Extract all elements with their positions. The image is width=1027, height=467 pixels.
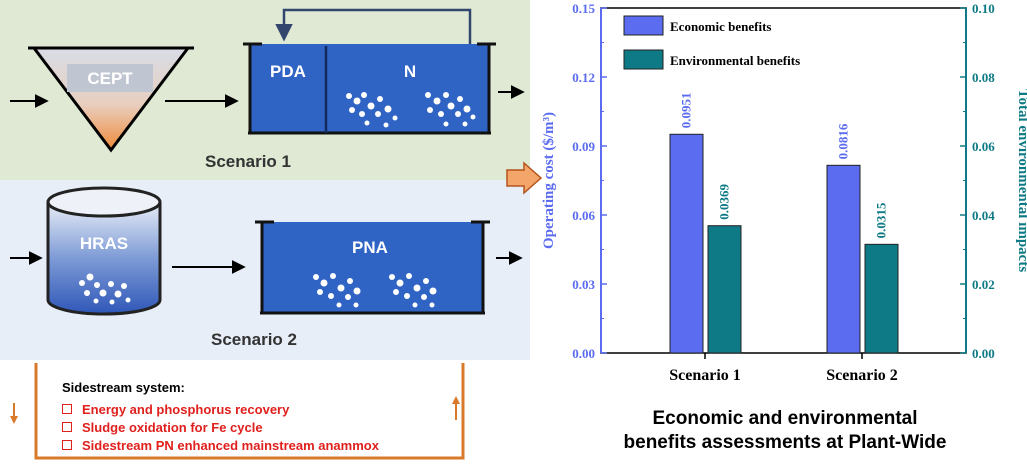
cept-label: CEPT (87, 69, 133, 88)
sidestream-item: Sludge oxidation for Fe cycle (62, 420, 263, 435)
legend-swatch-environmental (623, 49, 664, 70)
hras-label: HRAS (80, 234, 128, 253)
sidestream-item-text: Sidestream PN enhanced mainstream anammo… (82, 438, 379, 453)
sidestream-title: Sidestream system: (62, 380, 185, 395)
cept-label-box (67, 64, 153, 92)
environmental-bar-label: 0.0315 (874, 202, 889, 238)
pna-label: PNA (352, 238, 388, 257)
caption-line2: benefits assessments at Plant-Wide (623, 432, 947, 453)
economic-bar-label: 0.0951 (679, 93, 694, 129)
category-label: Scenario 1 (669, 367, 741, 384)
left-tick-label: 0.06 (572, 208, 595, 223)
environmental-bar-label: 0.0369 (717, 183, 732, 219)
right-axis-label: Total environmental impacts (1015, 89, 1027, 273)
legend-label-environmental: Environmental benefits (670, 53, 800, 68)
hras-bubbles (79, 273, 131, 305)
left-axis-label: Operating cost ($/m³) (541, 112, 557, 249)
checkbox-square-icon (62, 422, 72, 432)
sidestream-item-text: Sludge oxidation for Fe cycle (82, 420, 263, 435)
right-tick-label: 0.04 (972, 208, 995, 223)
sidestream-item: Energy and phosphorus recovery (62, 402, 289, 417)
right-tick-label: 0.08 (972, 70, 995, 85)
environmental-bar (707, 225, 742, 354)
recycle-line (275, 8, 472, 47)
sidestream-item-text: Energy and phosphorus recovery (82, 402, 290, 417)
sidestream-item: Sidestream PN enhanced mainstream anammo… (62, 438, 379, 453)
checkbox-square-icon (62, 404, 72, 414)
category-label: Scenario 2 (826, 367, 898, 384)
environmental-bar (864, 243, 899, 354)
checkbox-square-icon (62, 440, 72, 450)
n-zone-bubbles (346, 92, 476, 128)
pna-tank (255, 220, 490, 315)
pda-label: PDA (270, 62, 306, 81)
left-tick-label: 0.00 (572, 346, 595, 361)
right-tick-label: 0.02 (972, 277, 995, 292)
economic-bar (826, 164, 861, 354)
orange-transfer-arrow (506, 161, 543, 195)
scenario2-label: Scenario 2 (211, 330, 297, 349)
economic-bar-label: 0.0816 (836, 123, 851, 159)
legend-label-economic: Economic benefits (670, 19, 771, 34)
pna-bubbles (313, 273, 437, 308)
pda-n-tank (243, 42, 496, 135)
scenario1-label: Scenario 1 (205, 152, 291, 171)
right-tick-label: 0.10 (972, 1, 995, 16)
hras-reactor (46, 186, 162, 316)
left-tick-label: 0.09 (572, 139, 595, 154)
left-tick-label: 0.15 (572, 1, 595, 16)
sidestream-frame (34, 363, 465, 460)
economic-bar (669, 133, 704, 354)
right-tick-label: 0.06 (972, 139, 995, 154)
n-label: N (404, 62, 416, 81)
right-tick-label: 0.00 (972, 346, 995, 361)
legend-swatch-economic (623, 15, 664, 36)
caption-line1: Economic and environmental (652, 408, 918, 429)
left-tick-label: 0.03 (572, 277, 595, 292)
left-tick-label: 0.12 (572, 70, 595, 85)
